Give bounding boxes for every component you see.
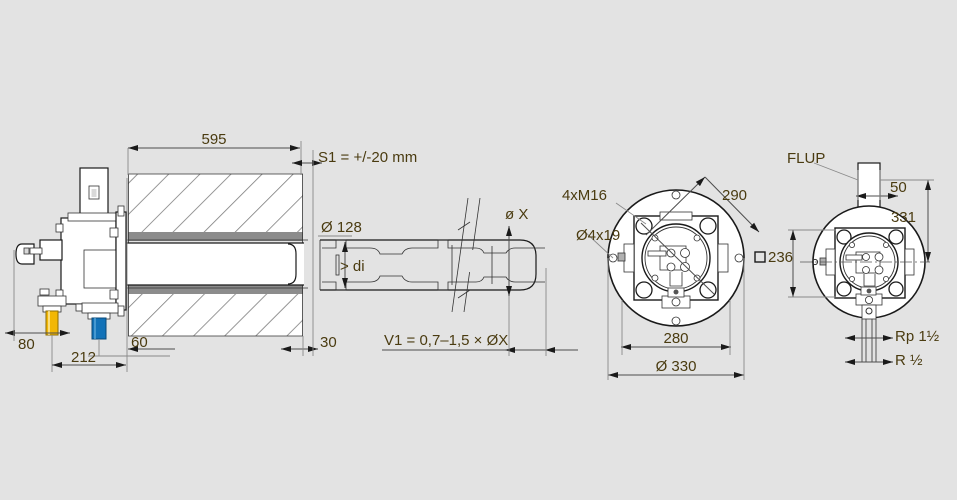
- dimension-60: 60: [128, 334, 175, 352]
- diaX-label: ø X: [505, 206, 528, 223]
- leader-dia4x19: Ø4x19: [576, 227, 620, 259]
- front-flange-connections-group: FLUP 50 331: [787, 150, 940, 369]
- dimension-80-label: 80: [18, 336, 35, 353]
- dimension-v1: V1 = 0,7–1,5 × ØX: [382, 268, 578, 356]
- dimension-80: 80: [5, 250, 70, 372]
- inner-dia-label: > di: [340, 258, 365, 275]
- dimension-280-label: 280: [663, 330, 688, 347]
- dia330-label: Ø 330: [656, 358, 697, 375]
- dimension-diaX: ø X: [505, 206, 528, 296]
- thread-rp-label: Rp 1½: [895, 328, 940, 345]
- dimension-290: 290: [640, 176, 760, 295]
- dimension-595-label: 595: [201, 131, 226, 148]
- burner-housing-assembly: [15, 167, 127, 340]
- section-view-group: 595 S1 = +/-20 mm Ø 128 > di ø X: [5, 131, 578, 372]
- dimension-30: 30: [281, 178, 337, 356]
- dimension-square-236: 236: [754, 249, 793, 266]
- dimension-s1: S1 = +/-20 mm: [292, 149, 417, 178]
- flame-tube-lance: [319, 197, 545, 313]
- dimension-60-label: 60: [131, 334, 148, 351]
- flup-label: FLUP: [787, 150, 825, 167]
- dimension-50-label: 50: [890, 179, 907, 196]
- dimension-595: 595: [127, 131, 302, 175]
- dimension-331-label: 331: [891, 209, 916, 226]
- dia128-label: Ø 128: [321, 219, 362, 236]
- v1-formula-label: V1 = 0,7–1,5 × ØX: [384, 332, 508, 349]
- s1-tolerance-label: S1 = +/-20 mm: [318, 149, 417, 166]
- dimension-30-label: 30: [320, 334, 337, 351]
- leader-4xm16: 4xM16: [562, 187, 647, 225]
- dimension-dia330: Ø 330: [607, 258, 745, 380]
- dimension-50: 50: [856, 170, 907, 200]
- thread-r-label: R ½: [895, 352, 923, 369]
- dimension-rp-thread: Rp 1½: [845, 328, 940, 345]
- dimension-212: 212: [52, 178, 170, 372]
- leader-flup: FLUP: [787, 150, 859, 181]
- dimension-r-thread: R ½: [845, 352, 923, 369]
- holes-4x19-label: Ø4x19: [576, 227, 620, 244]
- bolts-m16-label: 4xM16: [562, 187, 607, 204]
- front-flange-view-group: 4xM16 Ø4x19 290 236: [562, 176, 793, 380]
- wall-hatching: [128, 173, 303, 337]
- burner-tube-body: [124, 239, 308, 289]
- dimension-290-label: 290: [722, 187, 747, 204]
- dimension-331: 331: [880, 179, 934, 262]
- square-236-label: 236: [768, 249, 793, 266]
- dimension-236-vertical: [788, 229, 836, 298]
- dimension-280: 280: [621, 300, 731, 355]
- dimension-dia128: Ø 128 > di: [318, 219, 365, 288]
- dimension-212-label: 212: [71, 349, 96, 366]
